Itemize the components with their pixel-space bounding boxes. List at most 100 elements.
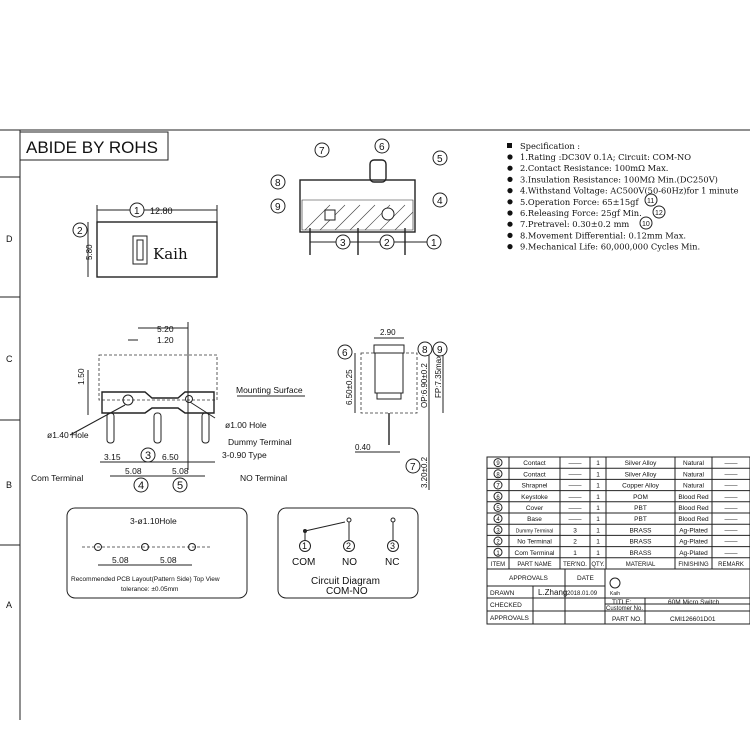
dim: 5.08 [112, 555, 129, 565]
svg-text:Kaih: Kaih [610, 591, 620, 597]
bullet-icon [507, 221, 513, 227]
circuit-label: COM [292, 557, 315, 568]
cell-ter: —— [569, 460, 583, 467]
grid-letter: B [6, 480, 12, 490]
cell-item: 2 [496, 540, 500, 546]
svg-text:11: 11 [647, 198, 654, 205]
spec-item: 4.Withstand Voltage: AC500V(50-60Hz)for … [520, 186, 739, 196]
svg-text:3: 3 [390, 541, 395, 551]
label-mounting-surface: Mounting Surface [236, 385, 303, 395]
svg-text:APPROVALS: APPROVALS [490, 615, 530, 622]
cell-finish: Natural [683, 483, 705, 490]
cell-finish: Ag-Plated [679, 539, 708, 546]
label-hole: ø1.00 Hole [225, 420, 267, 430]
bullet-icon [507, 199, 513, 205]
cell-ter: 2 [573, 539, 577, 546]
spec-item: 6.Releasing Force: 25gf Min. [520, 208, 642, 218]
column-header: REMARK [718, 562, 744, 568]
dim: FP:7.35max [434, 355, 443, 398]
svg-text:10: 10 [642, 221, 650, 228]
cell-remark: —— [725, 550, 739, 557]
bullet-icon [507, 210, 513, 216]
cell-finish: Ag-Plated [679, 527, 708, 534]
cell-ter: —— [569, 471, 583, 478]
front-view: 5.20 1.20 1.50 3.15 6.50 5.08 5.08 Mount… [31, 322, 305, 493]
dim: 6.50 [162, 452, 179, 462]
cell-qty: 1 [596, 494, 600, 501]
cell-remark: —— [725, 471, 739, 478]
cell-remark: —— [725, 527, 739, 534]
svg-text:4: 4 [138, 480, 144, 492]
sheet-frame: D C B A [0, 129, 750, 720]
svg-text:9: 9 [437, 345, 443, 356]
spec-item: 3.Insulation Resistance: 100MΩ Min.(DC25… [520, 174, 718, 184]
dim: 3.20±0.2 [420, 456, 429, 488]
cell-item: 7 [496, 484, 500, 490]
column-header: QTY. [591, 562, 605, 568]
cell-material: Silver Alloy [625, 460, 658, 467]
circuit-label: NO [342, 557, 357, 568]
cell-qty: 1 [596, 527, 600, 534]
bullet-icon [507, 188, 513, 194]
svg-text:1: 1 [302, 541, 307, 551]
title-block: APPROVALS DATE DRAWN L.Zhang 2018.01.09 … [486, 568, 750, 625]
cell-finish: Blood Red [678, 494, 709, 501]
dim: 1.20 [157, 335, 174, 345]
svg-text:2: 2 [77, 226, 83, 237]
dim: 0.40 [355, 443, 371, 452]
grid-letter: D [6, 234, 13, 244]
pcb-tolerance: tolerance: ±0.05mm [121, 586, 178, 593]
spec-item: 1.Rating :DC30V 0.1A; Circuit: COM-NO [520, 152, 691, 162]
svg-text:TITLE:: TITLE: [612, 599, 632, 606]
cell-item: 4 [496, 517, 500, 523]
pcb-layout: 3-ø1.10Hole 5.08 5.08 Recommended PCB La… [66, 507, 248, 599]
svg-text:3: 3 [340, 238, 346, 249]
cell-qty: 1 [596, 505, 600, 512]
drawn-by: L.Zhang [538, 588, 567, 597]
label-dummy-terminal: Dummy Terminal [228, 437, 292, 447]
spec-item: 5.Operation Force: 65±15gf [520, 197, 639, 207]
cell-item: 9 [496, 461, 500, 467]
cell-remark: —— [725, 516, 739, 523]
dim: 6.50±0.25 [345, 369, 354, 405]
grid-letter: C [6, 354, 13, 364]
specification: Specification : 1.Rating :DC30V 0.1A; Ci… [507, 141, 739, 252]
cell-material: Copper Alloy [622, 483, 660, 490]
cell-item: 5 [496, 506, 500, 512]
bullet-icon [507, 244, 513, 250]
cell-name: Contact [523, 471, 546, 478]
label-type: 3-0.90 Type [222, 450, 267, 460]
spec-item: 7.Pretravel: 0.30±0.2 mm [520, 219, 629, 229]
circuit-subtitle: COM-NO [326, 586, 368, 597]
cell-name: No Terminal [517, 539, 552, 546]
cell-name: Keystoke [521, 494, 548, 501]
label-no-terminal: NO Terminal [240, 473, 287, 483]
cell-remark: —— [725, 505, 739, 512]
spec-item: 9.Mechanical Life: 60,000,000 Cycles Min… [520, 242, 700, 252]
spec-item: 8.Movement Differential: 0.12mm Max. [520, 230, 686, 240]
dim: 5.08 [172, 466, 189, 476]
column-header: MATERIAL [626, 562, 656, 568]
cell-remark: —— [725, 483, 739, 490]
cell-name: Base [527, 516, 542, 523]
bullet-icon [507, 176, 513, 182]
svg-text:2: 2 [346, 541, 351, 551]
column-header: PART NAME [517, 562, 551, 568]
cell-material: Silver Alloy [625, 471, 658, 478]
cell-name: Dummy Terminal [516, 528, 553, 534]
dim: 3.15 [104, 452, 121, 462]
svg-text:12: 12 [655, 210, 663, 217]
svg-text:6: 6 [342, 348, 348, 359]
svg-text:3: 3 [145, 450, 151, 462]
top-view: Kaih 1 12.80 2 5.80 [72, 202, 218, 278]
svg-text:7: 7 [319, 146, 325, 157]
cell-finish: Blood Red [678, 516, 709, 523]
cell-remark: —— [725, 460, 739, 467]
rohs-label: ABIDE BY ROHS [26, 138, 158, 157]
